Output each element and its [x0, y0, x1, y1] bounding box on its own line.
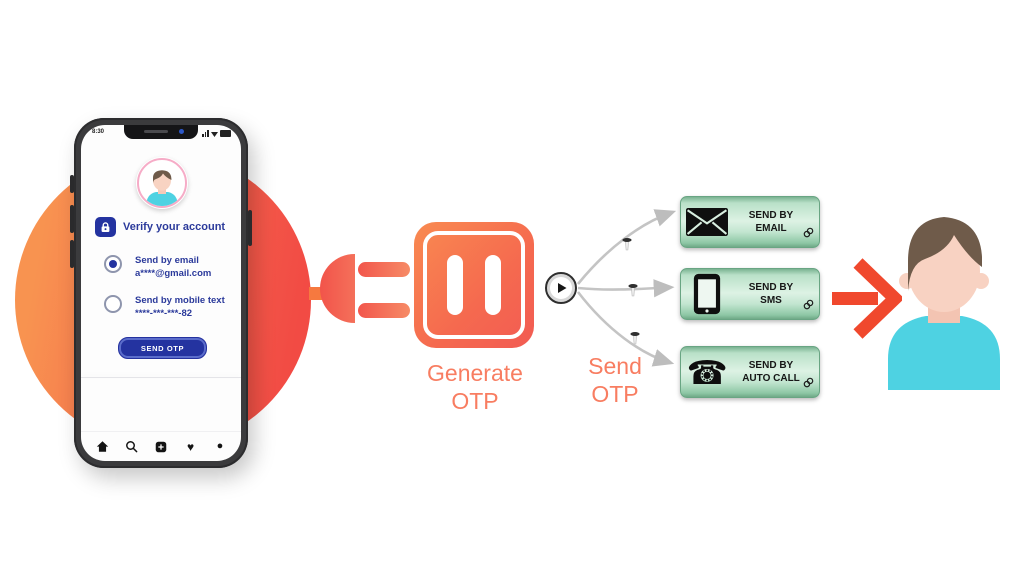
radio-unselected-icon[interactable] — [104, 295, 122, 313]
play-button[interactable] — [545, 272, 577, 304]
wifi-icon — [211, 132, 218, 137]
radio-selected-icon[interactable] — [104, 255, 122, 273]
arrow-right-icon — [832, 258, 902, 339]
home-icon[interactable] — [95, 440, 109, 454]
option-send-by-mobile-text[interactable]: Send by mobile text ****-***-***-82 — [104, 294, 225, 321]
option-send-by-email[interactable]: Send by email a****@gmail.com — [104, 254, 211, 281]
send-by-email-button[interactable]: SEND BY EMAIL — [680, 196, 820, 248]
signal-icon — [202, 130, 209, 137]
divider — [81, 377, 241, 378]
phone-front-camera — [179, 129, 184, 134]
pushpin-icon — [628, 284, 638, 297]
phone-status-bar: 8:30 — [81, 125, 241, 141]
play-icon — [558, 283, 567, 293]
phone-screen: 8:30 Verify your account — [81, 125, 241, 461]
verify-header: Verify your account — [95, 217, 225, 237]
battery-icon — [220, 130, 231, 137]
send-otp-button[interactable]: SEND OTP — [118, 337, 207, 359]
phone-notch — [124, 125, 198, 139]
user-person-illustration — [888, 217, 1000, 390]
phone-mute-switch — [70, 175, 74, 193]
send-otp-label: Send OTP — [588, 353, 642, 407]
phone-power-button — [248, 210, 252, 246]
generate-otp-label: Generate OTP — [427, 360, 523, 414]
send-by-auto-call-button[interactable]: ☎ SEND BY AUTO CALL — [680, 346, 820, 398]
verify-title: Verify your account — [123, 221, 226, 233]
envelope-icon — [681, 208, 733, 236]
phone-volume-down-button — [70, 240, 74, 268]
link-icon — [803, 225, 814, 243]
pushpin-icon — [630, 332, 640, 345]
option-value: ****-***-***-82 — [135, 308, 193, 320]
option-label: Send by email — [135, 255, 199, 266]
plug-prong-bottom — [358, 303, 410, 318]
profile-icon[interactable]: ● — [216, 440, 224, 452]
phone-volume-up-button — [70, 205, 74, 233]
link-icon — [803, 297, 814, 315]
send-by-sms-button[interactable]: SEND BY SMS — [680, 268, 820, 320]
add-post-icon[interactable] — [154, 440, 168, 454]
status-time: 8:30 — [92, 129, 105, 135]
smartphone-icon — [681, 273, 733, 315]
flow-arrows — [576, 209, 677, 367]
phone-bottom-nav: ♥ ● — [81, 431, 241, 461]
option-label: Send by mobile text — [135, 295, 225, 306]
pushpin-icon — [622, 238, 632, 251]
telephone-icon: ☎ — [686, 352, 728, 392]
power-socket-icon — [414, 222, 534, 348]
option-value: a****@gmail.com — [135, 268, 212, 280]
plug-prong-top — [358, 262, 410, 277]
user-avatar-illustration — [146, 170, 178, 206]
link-icon — [803, 375, 814, 393]
lock-icon — [95, 217, 116, 237]
search-icon[interactable] — [125, 440, 139, 454]
heart-icon[interactable]: ♥ — [186, 439, 195, 454]
plug-cord — [309, 287, 323, 300]
avatar — [136, 157, 188, 209]
plug-icon — [320, 254, 355, 323]
phone-speaker — [144, 130, 168, 133]
